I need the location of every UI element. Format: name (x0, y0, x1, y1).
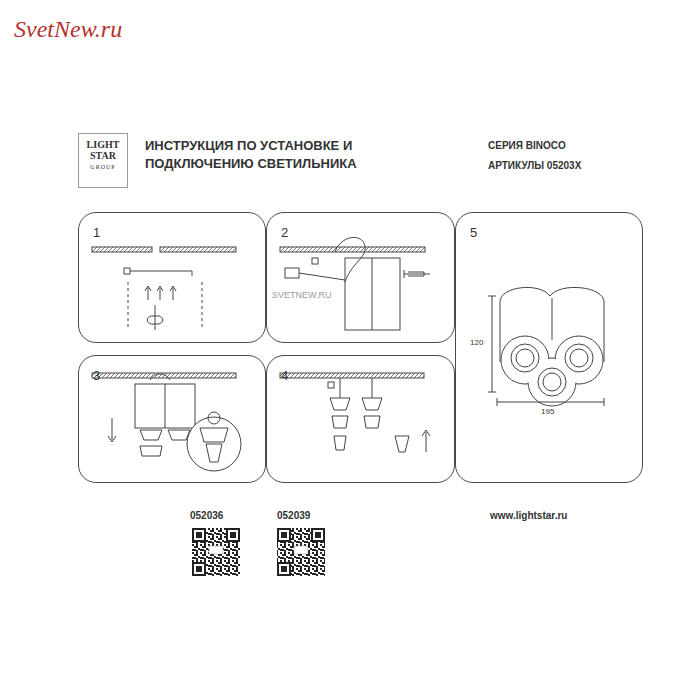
dimension-label: 120 (470, 338, 483, 347)
watermark: SVETNEW.RU (272, 290, 332, 300)
dimension-label: 195 (541, 407, 554, 416)
step-3-illustration (92, 373, 241, 471)
step-2-illustration (280, 237, 430, 330)
step-number: 2 (281, 225, 468, 241)
website-url: www.lightstar.ru (490, 510, 567, 522)
step-panel: 1 (78, 212, 266, 343)
article-number: 052036 (190, 510, 223, 522)
step-4-illustration (280, 373, 430, 452)
brand-logo-box: LIGHT STAR GROUP (78, 133, 128, 188)
dimension-panel: 5 (455, 212, 643, 483)
step-panel: 3 (78, 355, 266, 483)
qr-code (192, 528, 240, 576)
article-numbers: АРТИКУЛЫ 05203X (488, 160, 581, 172)
step-number: 1 (93, 225, 279, 241)
step-1-illustration (92, 247, 236, 330)
qr-code (277, 528, 325, 576)
step-number: 5 (470, 225, 656, 241)
step-panel: 2 (266, 212, 455, 343)
brand-name: LIGHT STAR (82, 140, 124, 161)
step-panel: 4 (266, 355, 455, 483)
step-number: 3 (93, 368, 279, 384)
series-name: СЕРИЯ BINOCO (488, 140, 566, 152)
article-number: 052039 (277, 510, 310, 522)
site-logo: SvetNew.ru (14, 16, 122, 44)
luminaire-drawing (488, 287, 604, 406)
sheet-title: ИНСТРУКЦИЯ ПО УСТАНОВКЕ И ПОДКЛЮЧЕНИЮ СВ… (145, 137, 395, 173)
step-number: 4 (281, 368, 468, 384)
brand-name: GROUP (82, 164, 124, 170)
